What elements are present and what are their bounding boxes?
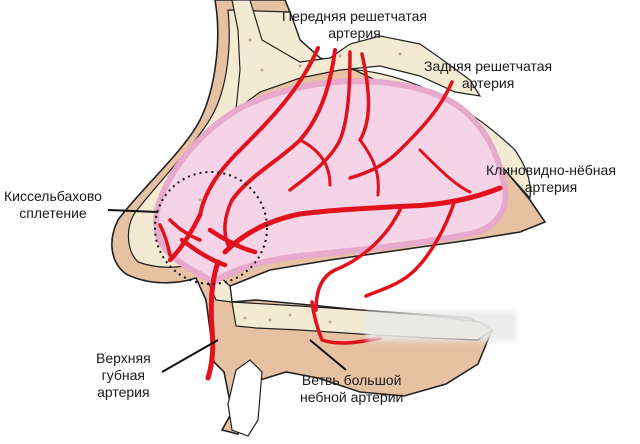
label-superior-labial-artery: Верхняя губная артерия: [96, 350, 151, 400]
label-greater-palatine-branch: Ветвь большой небной артерии: [300, 372, 404, 405]
blurred-area: [366, 311, 516, 341]
skull-strip: [231, 0, 482, 112]
label-anterior-ethmoidal-artery: Передняя решетчатая артерия: [282, 8, 427, 41]
label-sphenopalatine-artery: Клиновидно-нёбная артерия: [486, 162, 616, 195]
arteries: [158, 46, 503, 381]
leader-lines: [107, 209, 347, 373]
label-posterior-ethmoidal-artery: Задняя решетчатая артерия: [424, 58, 553, 91]
incisor-tooth: [227, 359, 263, 437]
kiesselbach-highlight: [154, 171, 268, 285]
label-kiesselbach-plexus: Кисcельбахово сплетение: [4, 188, 102, 221]
